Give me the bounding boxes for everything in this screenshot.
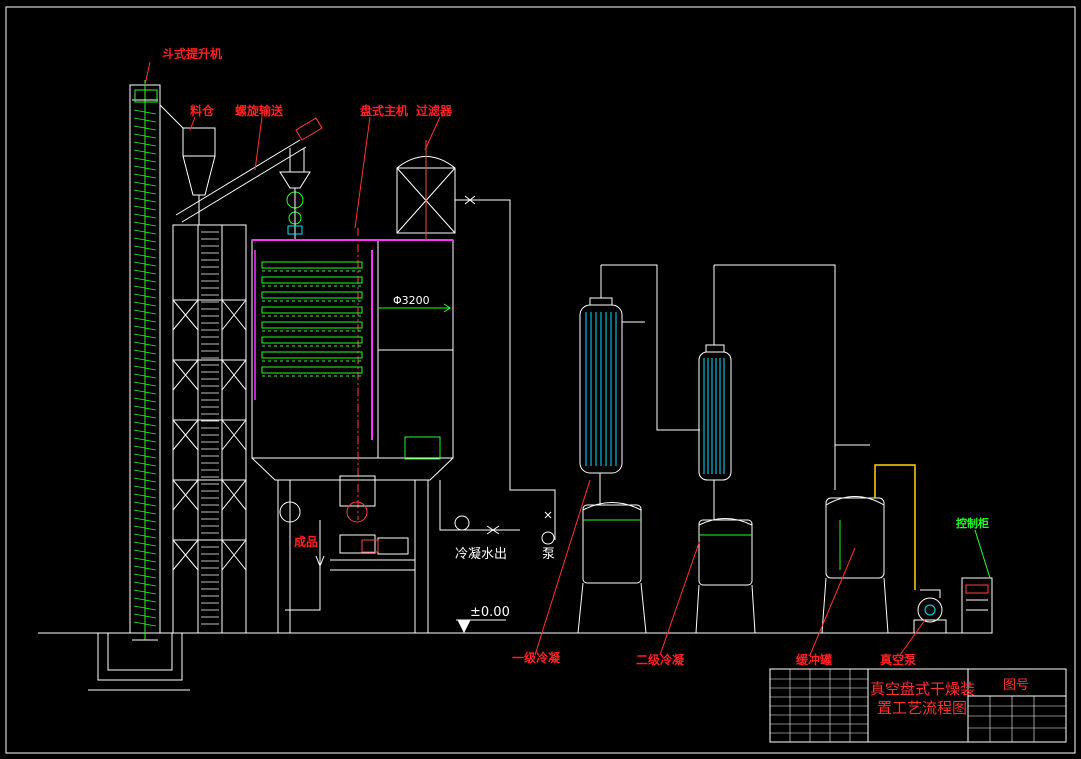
label-screw-conveyor: 螺旋输送	[235, 103, 284, 118]
dryer-shelf	[261, 261, 363, 269]
label-secondary-condenser: 二级冷凝	[636, 652, 685, 667]
dryer-shelf	[261, 306, 363, 314]
condensate-line	[439, 480, 556, 545]
label-vacuum-pump: 真空泵	[880, 652, 916, 667]
primary-condenser	[577, 264, 700, 634]
vacuum-pump	[913, 589, 947, 634]
label-filter: 过滤器	[416, 103, 453, 118]
elevation-mark	[456, 619, 506, 634]
label-disc-dryer: 盘式主机	[360, 103, 408, 118]
label-product: 成品	[294, 534, 318, 549]
secondary-condenser	[695, 264, 836, 634]
feed-valve-column	[279, 171, 311, 240]
label-bucket-elevator: 斗式提升机	[162, 46, 222, 61]
dryer-shelf	[261, 366, 363, 374]
label-buffer-tank: 缓冲罐	[796, 652, 832, 667]
drawing-number-label: 图号	[1003, 678, 1029, 693]
label-condensate-out: 冷凝水出	[455, 546, 507, 562]
dryer-shelf	[261, 276, 363, 284]
label-control-cabinet: 控制柜	[956, 516, 989, 530]
label-diameter: Φ3200	[393, 294, 430, 307]
filter	[396, 140, 520, 491]
dryer-shelf	[261, 336, 363, 344]
label-hopper: 料仓	[190, 103, 215, 118]
drawing-border	[5, 6, 1076, 754]
dryer-shelf	[261, 321, 363, 329]
support-tower	[159, 104, 247, 634]
label-pump: 泵	[542, 547, 555, 562]
leader-lines	[144, 61, 926, 656]
control-cabinet	[961, 529, 993, 634]
title-line-2: 置工艺流程图	[877, 699, 967, 717]
dryer-shelf	[261, 291, 363, 299]
dryer-shelf	[261, 351, 363, 359]
title-block	[769, 668, 1067, 743]
label-elevation: ±0.00	[470, 605, 510, 620]
title-line-1: 真空盘式干燥装	[870, 680, 975, 698]
disc-dryer	[251, 228, 454, 633]
bucket-elevator	[88, 80, 190, 691]
buffer-tank	[821, 444, 916, 634]
label-primary-condenser: 一级冷凝	[512, 650, 561, 665]
